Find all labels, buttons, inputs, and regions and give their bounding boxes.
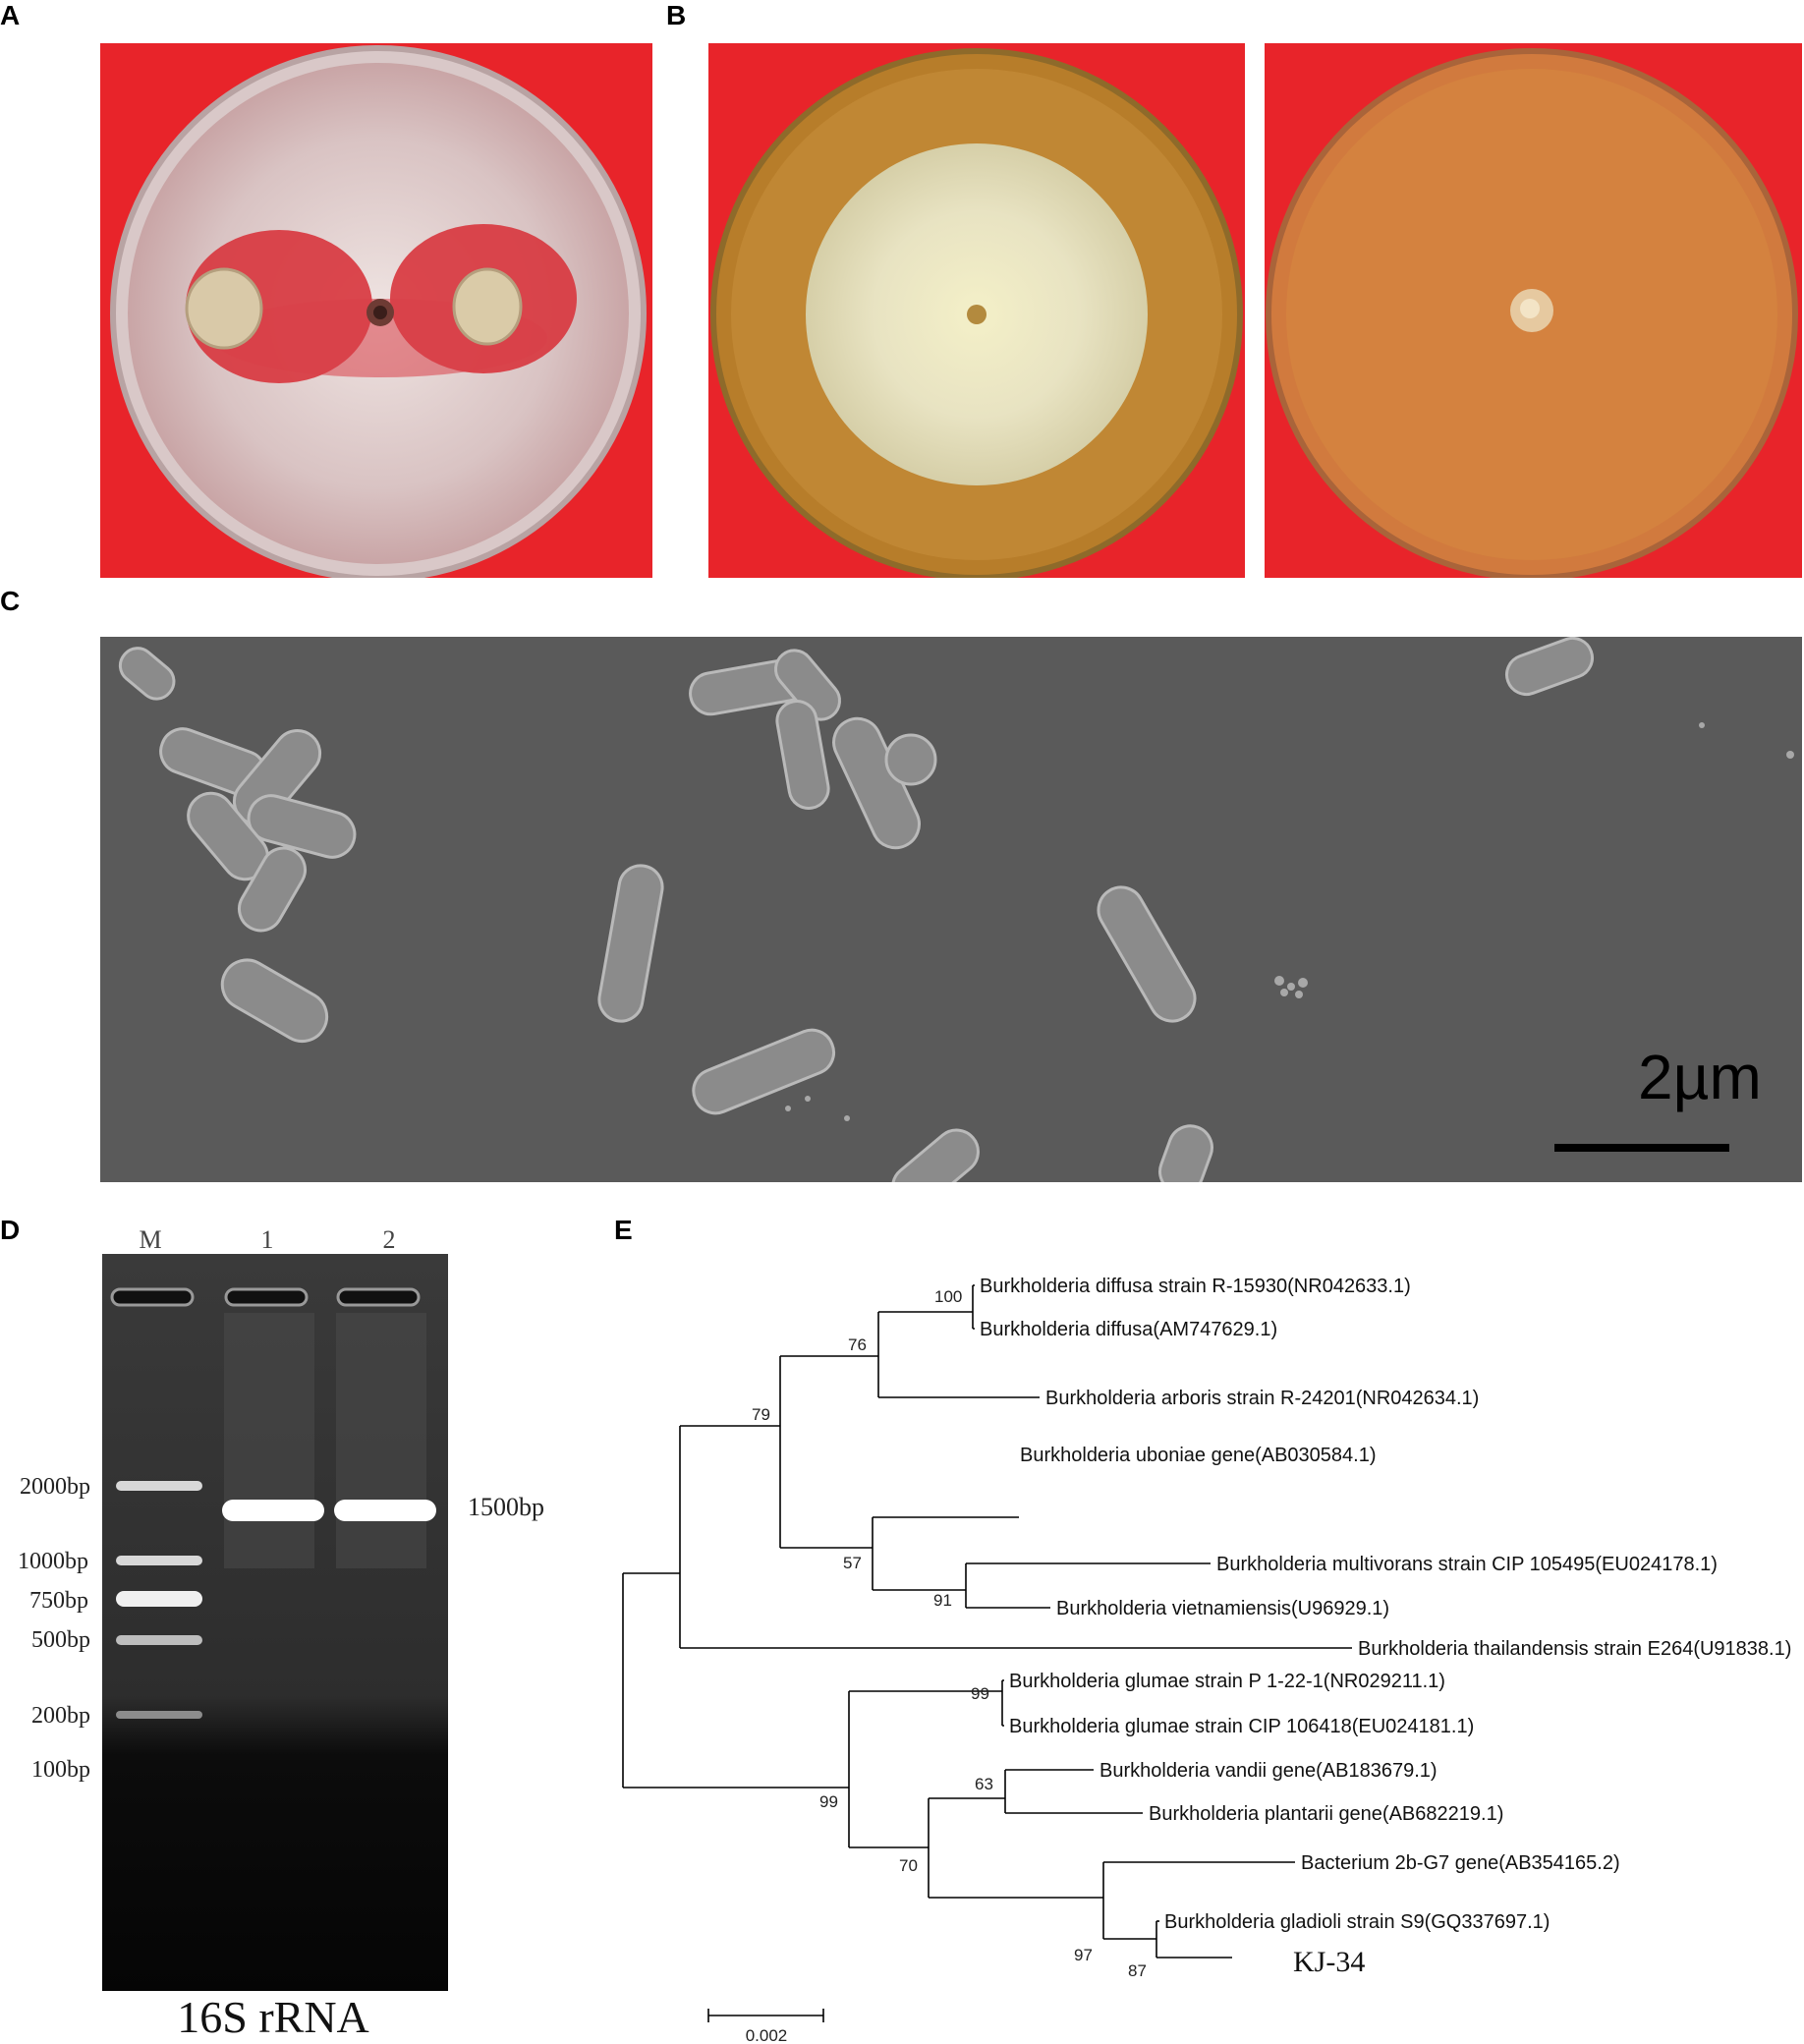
taxon-label: Burkholderia uboniae gene(AB030584.1) — [1020, 1445, 1377, 1466]
marker-label-100: 100bp — [31, 1757, 90, 1783]
panel-b-photo-treated — [1265, 43, 1802, 578]
marker-label-200: 200bp — [31, 1703, 90, 1729]
band-label-1500: 1500bp — [468, 1493, 544, 1521]
tree-branches — [622, 1284, 1352, 2022]
panel-e-label: E — [614, 1215, 633, 1245]
taxon-label: Burkholderia diffusa strain R-15930(NR04… — [980, 1276, 1411, 1297]
panel-e-phylogenetic-tree: Burkholderia diffusa strain R-15930(NR04… — [622, 1276, 1791, 2044]
gel-caption: 16S rRNA — [177, 1992, 369, 2042]
marker-label-500: 500bp — [31, 1627, 90, 1653]
marker-label-2000: 2000bp — [20, 1474, 90, 1500]
bootstrap-value: 87 — [1128, 1961, 1147, 1980]
taxon-label: Burkholderia glumae strain P 1-22-1(NR02… — [1009, 1671, 1445, 1692]
panel-a-label: A — [0, 0, 21, 30]
panel-c-label: C — [0, 586, 21, 616]
bootstrap-value: 99 — [971, 1684, 989, 1703]
scale-bar — [1554, 1144, 1729, 1152]
taxon-label: Burkholderia diffusa(AM747629.1) — [980, 1319, 1277, 1340]
bootstrap-value: 63 — [975, 1775, 993, 1793]
bootstrap-value: 79 — [752, 1405, 770, 1424]
bootstrap-value: 97 — [1074, 1946, 1093, 1964]
taxon-label: Bacterium 2b-G7 gene(AB354165.2) — [1301, 1852, 1620, 1874]
bootstrap-value: 70 — [899, 1856, 918, 1875]
marker-label-1000: 1000bp — [18, 1549, 88, 1574]
taxon-label: Burkholderia arboris strain R-24201(NR04… — [1045, 1388, 1479, 1409]
bootstrap-value: 91 — [933, 1591, 952, 1610]
bootstrap-value: 99 — [819, 1792, 838, 1811]
bootstrap-value: 100 — [934, 1287, 962, 1306]
taxon-label: Burkholderia vietnamiensis(U96929.1) — [1056, 1598, 1389, 1619]
taxon-label: Burkholderia multivorans strain CIP 1054… — [1216, 1554, 1718, 1575]
tree-bootstrap: 100 76 79 57 91 99 63 99 70 97 87 — [752, 1287, 1147, 1980]
taxon-label: Burkholderia plantarii gene(AB682219.1) — [1149, 1803, 1503, 1825]
panel-b-photo-control — [708, 43, 1245, 578]
taxon-label: Burkholderia gladioli strain S9(GQ337697… — [1164, 1911, 1550, 1933]
panel-d-gel: M 1 2 2000bp 1000bp 750bp 500bp 200bp 10… — [18, 1225, 544, 2042]
panel-c-sem-image: 2µm — [100, 637, 1802, 1182]
panel-d-label: D — [0, 1215, 21, 1245]
bootstrap-value: 57 — [843, 1554, 862, 1572]
lane-label-1: 1 — [261, 1225, 274, 1254]
scale-bar-label: 2µm — [1638, 1042, 1762, 1112]
panel-a-photo — [100, 43, 652, 578]
lane-label-2: 2 — [383, 1225, 396, 1254]
taxon-label-kj34: KJ-34 — [1293, 1946, 1365, 1978]
tree-taxa: Burkholderia diffusa strain R-15930(NR04… — [980, 1276, 1791, 1978]
taxon-label: Burkholderia glumae strain CIP 106418(EU… — [1009, 1716, 1474, 1737]
taxon-label: Burkholderia thailandensis strain E264(U… — [1358, 1638, 1791, 1660]
marker-label-750: 750bp — [29, 1588, 88, 1614]
bootstrap-value: 76 — [848, 1335, 867, 1354]
lane-label-m: M — [139, 1225, 161, 1254]
taxon-label: Burkholderia vandii gene(AB183679.1) — [1099, 1760, 1438, 1782]
panel-b-label: B — [666, 0, 687, 30]
tree-scale-label: 0.002 — [746, 2026, 788, 2044]
